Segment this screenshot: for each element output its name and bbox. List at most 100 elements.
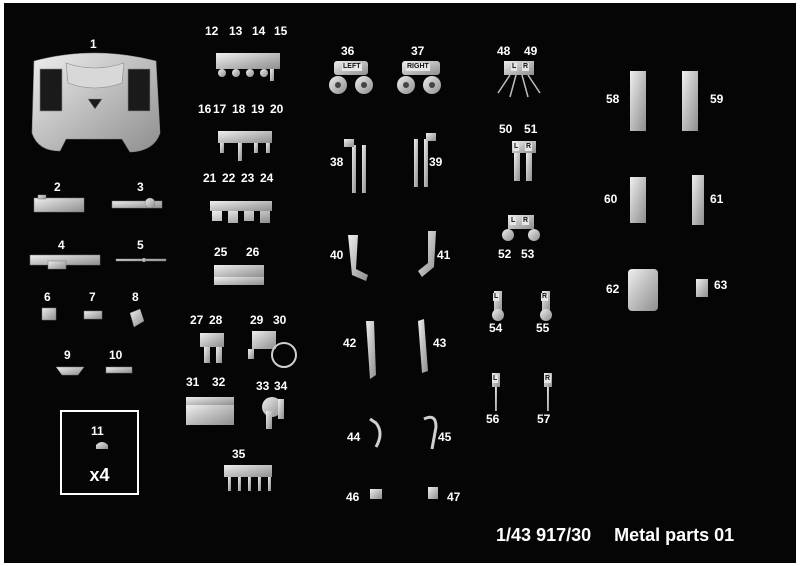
part-label-5: 5 (137, 238, 144, 252)
part-label-15: 15 (274, 24, 288, 38)
sheet-title: 1/43 917/30 Metal parts 01 (496, 525, 734, 546)
parts-38-39 (344, 133, 436, 193)
part-label-52: 52 (498, 247, 512, 261)
part-35-sprue (224, 465, 272, 491)
marking-51-r: R (525, 143, 533, 151)
marking-right: RIGHT (406, 63, 430, 71)
part-label-32: 32 (212, 375, 226, 389)
marking-53-r: R (522, 217, 530, 225)
part-label-58: 58 (606, 92, 620, 106)
part-label-14: 14 (252, 24, 266, 38)
marking-50-l: L (513, 143, 520, 151)
part-label-27: 27 (190, 313, 204, 327)
marking-48-l: L (511, 63, 518, 71)
part-label-63: 63 (714, 278, 728, 292)
part-label-48: 48 (497, 44, 511, 58)
part-label-36: 36 (341, 44, 355, 58)
part-label-11: 11 (91, 424, 104, 438)
parts-6-10 (41, 307, 145, 376)
part-label-57: 57 (537, 412, 551, 426)
marking-52-l: L (510, 217, 517, 225)
part-label-24: 24 (260, 171, 274, 185)
part-label-7: 7 (89, 290, 96, 304)
part-label-55: 55 (536, 321, 550, 335)
part-label-2: 2 (54, 180, 61, 194)
part-label-39: 39 (429, 155, 443, 169)
part-label-35: 35 (232, 447, 246, 461)
parts-46-47 (370, 487, 438, 499)
part-label-62: 62 (606, 282, 620, 296)
part-label-56: 56 (486, 412, 500, 426)
part-label-43: 43 (433, 336, 447, 350)
parts-2-5 (29, 194, 167, 270)
parts-54-55 (492, 291, 552, 321)
marking-57-r: R (544, 375, 552, 383)
part-label-46: 46 (346, 490, 360, 504)
marking-55-r: R (541, 293, 549, 301)
part-label-17: 17 (213, 102, 227, 116)
parts-40-41 (348, 231, 436, 281)
part-label-61: 61 (710, 192, 724, 206)
marking-56-l: L (492, 375, 499, 383)
part-label-37: 37 (411, 44, 425, 58)
parts-29-30 (248, 331, 297, 368)
part-label-41: 41 (437, 248, 451, 262)
part-label-9: 9 (64, 348, 71, 362)
part-label-38: 38 (330, 155, 344, 169)
part-label-21: 21 (203, 171, 217, 185)
part-label-19: 19 (251, 102, 265, 116)
part-label-33: 33 (256, 379, 270, 393)
title-label: Metal parts 01 (614, 525, 735, 545)
part-62 (628, 269, 658, 311)
part-label-40: 40 (330, 248, 344, 262)
part-label-10: 10 (109, 348, 123, 362)
part-label-54: 54 (489, 321, 503, 335)
part-label-30: 30 (273, 313, 287, 327)
part-label-50: 50 (499, 122, 513, 136)
part-label-59: 59 (710, 92, 724, 106)
part-label-60: 60 (604, 192, 618, 206)
parts-16-20-sprue (218, 131, 272, 161)
part-label-29: 29 (250, 313, 264, 327)
marking-49-r: R (522, 63, 530, 71)
parts-56-57 (492, 373, 552, 411)
parts-12-15-sprue (216, 53, 280, 81)
parts-44-45 (369, 415, 438, 450)
part-label-20: 20 (270, 102, 284, 116)
part-63 (696, 279, 708, 297)
part-label-31: 31 (186, 375, 200, 389)
parts-42-43 (366, 319, 428, 379)
part-label-44: 44 (347, 430, 361, 444)
parts-27-28 (200, 333, 224, 363)
part-label-16: 16 (198, 102, 212, 116)
part-11 (96, 442, 108, 449)
part-label-12: 12 (205, 24, 219, 38)
model-label: 917/30 (536, 525, 592, 545)
part-label-45: 45 (438, 430, 452, 444)
part-label-34: 34 (274, 379, 288, 393)
scale-label: 1/43 (496, 525, 532, 545)
part-label-13: 13 (229, 24, 243, 38)
part-label-6: 6 (44, 290, 51, 304)
quantity-label: x4 (89, 465, 110, 485)
part-label-1: 1 (90, 37, 97, 51)
quantity-box: x4 (60, 410, 139, 495)
marking-54-l: L (493, 293, 500, 301)
part-label-53: 53 (521, 247, 535, 261)
part-label-47: 47 (447, 490, 461, 504)
part-label-23: 23 (241, 171, 255, 185)
parts-52-53 (502, 215, 540, 241)
part-label-49: 49 (524, 44, 538, 58)
marking-left: LEFT (342, 63, 362, 71)
part-label-8: 8 (132, 290, 139, 304)
part-label-22: 22 (222, 171, 236, 185)
part-label-3: 3 (137, 180, 144, 194)
part-label-51: 51 (524, 122, 538, 136)
parts-33-34 (262, 397, 284, 429)
parts-25-26-sprue (214, 265, 264, 285)
parts-58-61 (630, 71, 704, 225)
part-label-42: 42 (343, 336, 357, 350)
parts-48-49 (497, 61, 541, 98)
parts-sheet: LEFT RIGHT L R L R L R L R L R 1 2 3 4 5… (4, 3, 796, 563)
part-1-body-shell (31, 52, 161, 153)
